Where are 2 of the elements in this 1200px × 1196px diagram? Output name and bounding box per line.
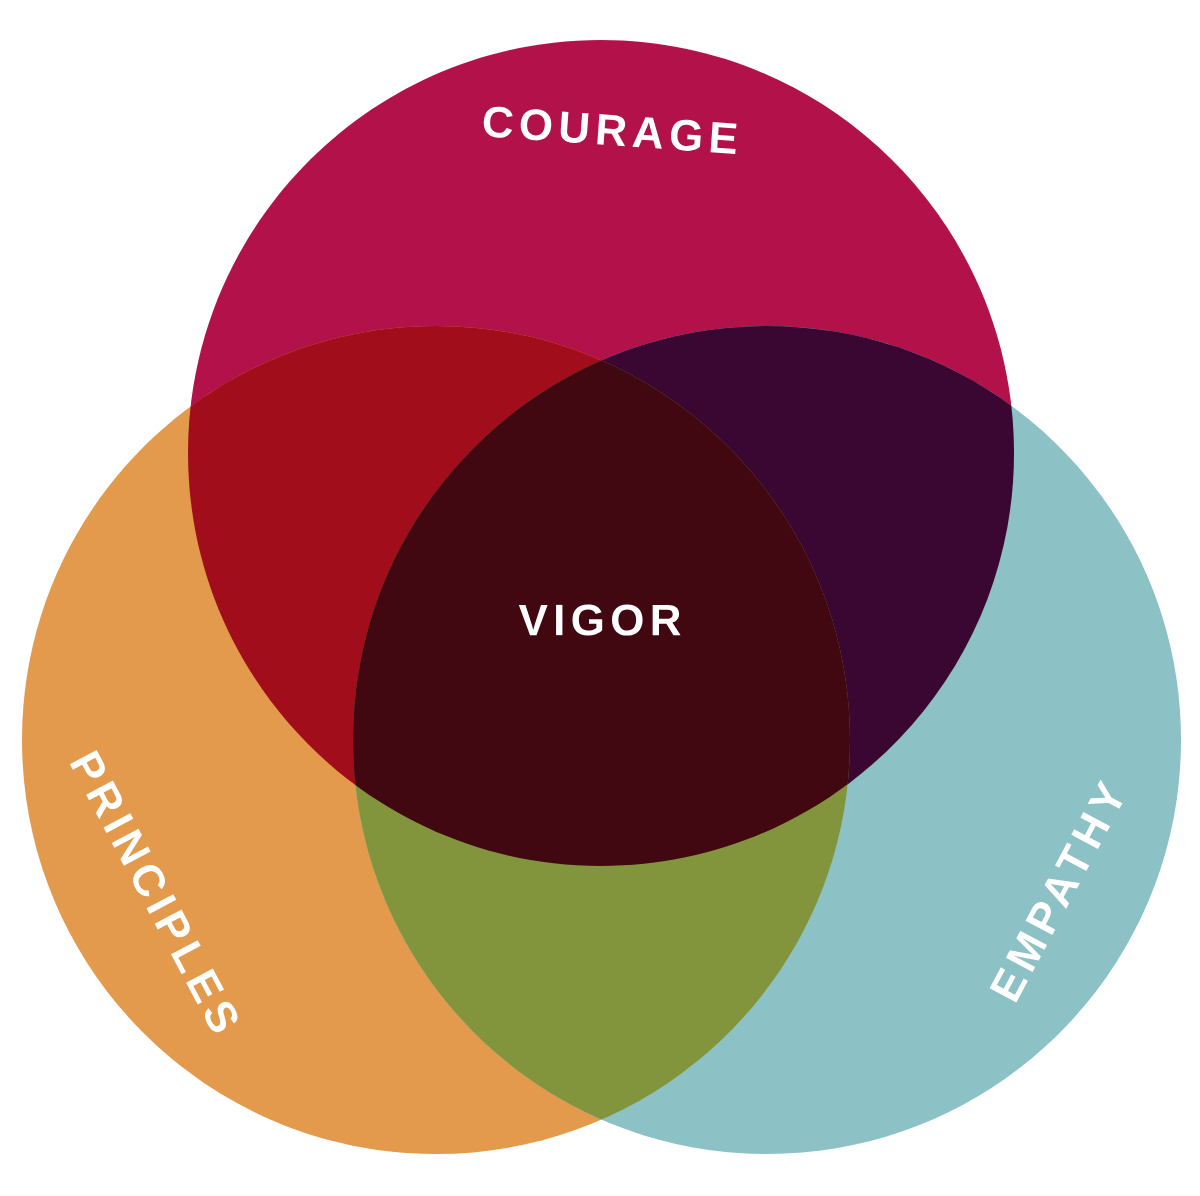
center-label: VIGOR	[518, 604, 681, 636]
circle-label: COURAGE	[483, 106, 737, 154]
